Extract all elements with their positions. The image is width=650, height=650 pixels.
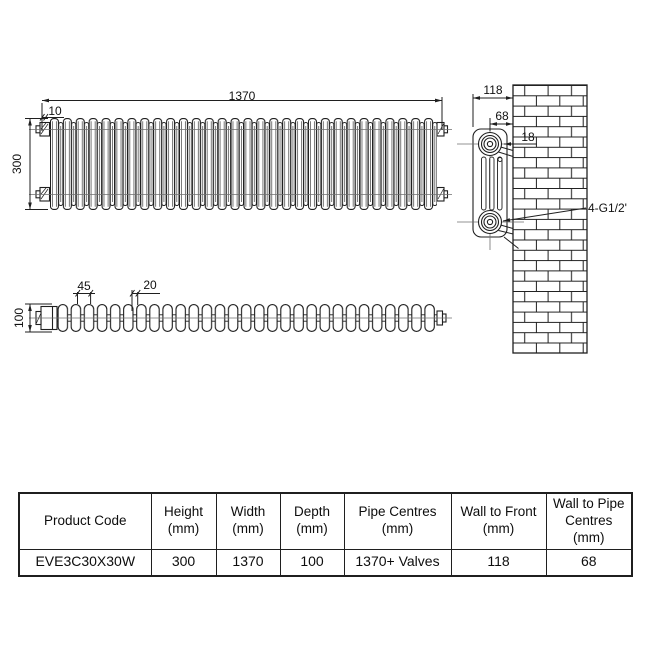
value-product-code: EVE3C30X30W	[18, 548, 152, 577]
header-height: Height (mm)	[150, 492, 217, 550]
plan-depth-label: 100	[12, 307, 26, 329]
value-wall-to-pipe-centres: 68	[545, 548, 633, 577]
pipe-connection-bottom	[477, 209, 503, 235]
wall-to-pipe-label: 68	[495, 109, 509, 123]
plan-pitch-dimension	[73, 289, 95, 304]
plan-depth-dimension	[25, 303, 52, 333]
left-end-plugs	[35, 121, 51, 202]
pipe-connection-top	[477, 131, 503, 157]
value-depth: 100	[279, 548, 345, 577]
value-pipe-centres: 1370+ Valves	[343, 548, 452, 577]
spec-data-row: EVE3C30X30W 300 1370 100 1370+ Valves 11…	[18, 548, 633, 577]
connection-leader	[502, 207, 587, 222]
front-centre-lines	[29, 129, 452, 195]
side-column-slots	[481, 156, 503, 211]
front-height-dimension	[25, 118, 48, 210]
brick-wall	[512, 84, 588, 354]
plan-gap-label: 20	[143, 278, 157, 292]
spec-header-row: Product Code Height (mm) Width (mm) Dept…	[18, 492, 633, 550]
value-height: 300	[150, 548, 217, 577]
connection-size-label: 4-G1/2'	[588, 201, 627, 215]
front-offset-dimension	[39, 113, 64, 121]
radiator-columns-front	[50, 118, 437, 210]
header-product-code: Product Code	[18, 492, 152, 550]
plan-pitch-label: 45	[77, 279, 91, 293]
header-pipe-centres: Pipe Centres (mm)	[343, 492, 452, 550]
wall-to-front-label: 118	[483, 83, 503, 97]
plan-view-drawing	[25, 289, 452, 333]
side-elevation-drawing	[457, 84, 588, 354]
front-height-label: 300	[10, 153, 24, 175]
wall-to-front-dimension	[472, 94, 513, 127]
front-offset-label: 10	[48, 104, 62, 118]
header-wall-to-pipe-centres: Wall to Pipe Centres (mm)	[545, 492, 633, 550]
header-width: Width (mm)	[215, 492, 281, 550]
plan-gap-dimension	[129, 289, 160, 311]
right-end-plugs	[436, 121, 449, 202]
wall-brackets	[498, 146, 519, 249]
front-elevation-drawing	[25, 97, 452, 210]
value-wall-to-front: 118	[450, 548, 547, 577]
front-width-label: 1370	[228, 89, 256, 103]
header-depth: Depth (mm)	[279, 492, 345, 550]
pipe-offset-label: 18	[521, 130, 535, 144]
value-width: 1370	[215, 548, 281, 577]
header-wall-to-front: Wall to Front (mm)	[450, 492, 547, 550]
wall-to-pipe-dimension	[489, 118, 513, 131]
specification-table: Product Code Height (mm) Width (mm) Dept…	[18, 492, 633, 577]
